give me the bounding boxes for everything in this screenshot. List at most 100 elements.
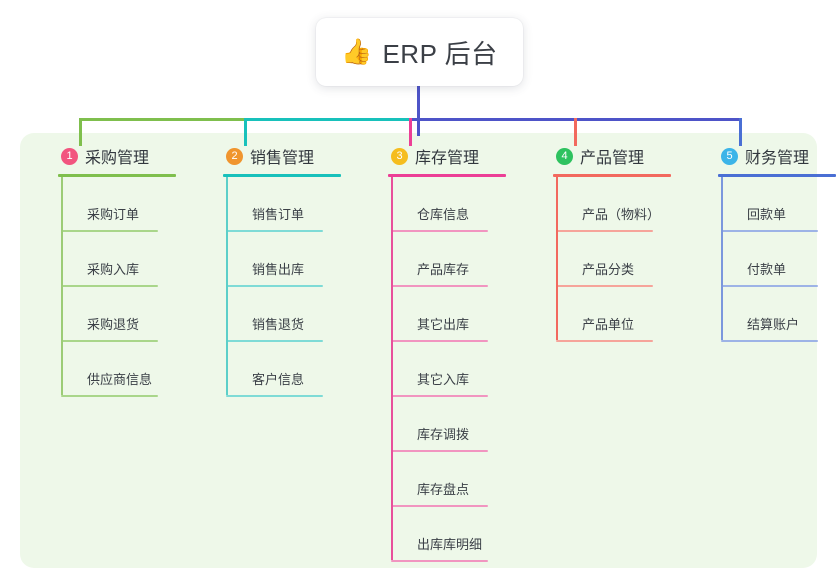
column-header-rule bbox=[553, 174, 671, 177]
column-header-rule bbox=[223, 174, 341, 177]
column-spine bbox=[391, 177, 393, 560]
list-item[interactable]: 销售退货 bbox=[226, 287, 365, 342]
list-item[interactable]: 结算账户 bbox=[721, 287, 839, 342]
list-item[interactable]: 仓库信息 bbox=[391, 177, 530, 232]
list-item-label: 产品（物料） bbox=[582, 207, 661, 222]
list-item[interactable]: 出库库明细 bbox=[391, 507, 530, 562]
list-item-rule bbox=[721, 340, 818, 342]
bus-segment-3 bbox=[409, 118, 574, 121]
list-item-label: 销售出库 bbox=[252, 262, 305, 277]
list-item-label: 产品库存 bbox=[417, 262, 470, 277]
column-header-2[interactable]: 2 销售管理 bbox=[205, 144, 365, 168]
column-item-list: 产品（物料） 产品分类产品单位 bbox=[556, 177, 695, 342]
column-header-3[interactable]: 3 库存管理 bbox=[370, 144, 530, 168]
column-spine bbox=[721, 177, 723, 340]
column-item-list: 采购订单采购入库采购退货供应商信息 bbox=[61, 177, 200, 397]
list-item-rule bbox=[61, 285, 158, 287]
root-connector-stem bbox=[417, 86, 420, 136]
column-header-rule bbox=[58, 174, 176, 177]
list-item[interactable]: 产品分类 bbox=[556, 232, 695, 287]
list-item[interactable]: 库存调拨 bbox=[391, 397, 530, 452]
column-2: 2 销售管理销售订单销售出库销售退货客户信息 bbox=[205, 144, 365, 397]
column-header-1[interactable]: 1 采购管理 bbox=[40, 144, 200, 168]
bus-drop-4 bbox=[574, 118, 577, 146]
list-item[interactable]: 采购入库 bbox=[61, 232, 200, 287]
column-item-list: 回款单付款单结算账户 bbox=[721, 177, 839, 342]
list-item[interactable]: 销售出库 bbox=[226, 232, 365, 287]
list-item[interactable]: 库存盘点 bbox=[391, 452, 530, 507]
list-item[interactable]: 其它出库 bbox=[391, 287, 530, 342]
root-node[interactable]: 👍 ERP 后台 bbox=[316, 18, 523, 86]
list-item-label: 销售订单 bbox=[252, 207, 305, 222]
list-item[interactable]: 采购订单 bbox=[61, 177, 200, 232]
thumbs-up-icon: 👍 bbox=[341, 37, 373, 66]
list-item-rule bbox=[61, 340, 158, 342]
bus-segment-4 bbox=[574, 118, 739, 121]
list-item-label: 客户信息 bbox=[252, 372, 305, 387]
list-item-label: 回款单 bbox=[747, 207, 787, 222]
list-item[interactable]: 产品库存 bbox=[391, 232, 530, 287]
column-header-rule bbox=[718, 174, 836, 177]
column-number-badge: 4 bbox=[556, 147, 573, 165]
column-title: 销售管理 bbox=[250, 150, 315, 167]
column-item-list: 仓库信息产品库存其它出库其它入库库存调拨库存盘点出库库明细 bbox=[391, 177, 530, 562]
list-item-rule bbox=[226, 340, 323, 342]
list-item-rule bbox=[391, 505, 488, 507]
column-spine bbox=[226, 177, 228, 395]
list-item-label: 出库库明细 bbox=[417, 537, 483, 552]
bus-segment-1 bbox=[79, 118, 244, 121]
list-item-rule bbox=[391, 230, 488, 232]
list-item-rule bbox=[61, 395, 158, 397]
column-number-badge: 2 bbox=[226, 147, 243, 165]
list-item-label: 采购入库 bbox=[87, 262, 140, 277]
diagram-panel bbox=[20, 133, 817, 568]
bus-drop-1 bbox=[79, 118, 82, 146]
list-item-rule bbox=[556, 340, 653, 342]
column-number-badge: 1 bbox=[61, 147, 78, 165]
list-item[interactable]: 产品（物料） bbox=[556, 177, 695, 232]
list-item-label: 其它入库 bbox=[417, 372, 470, 387]
list-item-label: 结算账户 bbox=[747, 317, 800, 332]
list-item-label: 库存调拨 bbox=[417, 427, 470, 442]
list-item-label: 采购退货 bbox=[87, 317, 140, 332]
list-item-rule bbox=[391, 450, 488, 452]
list-item-rule bbox=[556, 285, 653, 287]
list-item-rule bbox=[226, 285, 323, 287]
list-item-rule bbox=[391, 560, 488, 562]
list-item-rule bbox=[391, 395, 488, 397]
list-item-rule bbox=[556, 230, 653, 232]
column-item-list: 销售订单销售出库销售退货客户信息 bbox=[226, 177, 365, 397]
column-title: 库存管理 bbox=[415, 150, 480, 167]
list-item[interactable]: 采购退货 bbox=[61, 287, 200, 342]
list-item-rule bbox=[391, 340, 488, 342]
list-item-label: 仓库信息 bbox=[417, 207, 470, 222]
list-item[interactable]: 其它入库 bbox=[391, 342, 530, 397]
column-number-badge: 5 bbox=[721, 147, 738, 165]
list-item-rule bbox=[226, 395, 323, 397]
column-1: 1 采购管理采购订单采购入库采购退货供应商信息 bbox=[40, 144, 200, 397]
list-item-rule bbox=[226, 230, 323, 232]
list-item-label: 产品分类 bbox=[582, 262, 635, 277]
list-item-label: 供应商信息 bbox=[87, 372, 153, 387]
bus-segment-2 bbox=[244, 118, 409, 121]
column-title: 采购管理 bbox=[85, 150, 150, 167]
list-item-label: 其它出库 bbox=[417, 317, 470, 332]
list-item[interactable]: 回款单 bbox=[721, 177, 839, 232]
list-item[interactable]: 付款单 bbox=[721, 232, 839, 287]
column-header-rule bbox=[388, 174, 506, 177]
list-item[interactable]: 销售订单 bbox=[226, 177, 365, 232]
list-item-label: 销售退货 bbox=[252, 317, 305, 332]
list-item-rule bbox=[721, 285, 818, 287]
list-item[interactable]: 产品单位 bbox=[556, 287, 695, 342]
list-item[interactable]: 客户信息 bbox=[226, 342, 365, 397]
column-3: 3 库存管理仓库信息产品库存其它出库其它入库库存调拨库存盘点出库库明细 bbox=[370, 144, 530, 562]
bus-drop-2 bbox=[244, 118, 247, 146]
list-item[interactable]: 供应商信息 bbox=[61, 342, 200, 397]
column-number-badge: 3 bbox=[391, 147, 408, 165]
list-item-rule bbox=[721, 230, 818, 232]
list-item-rule bbox=[61, 230, 158, 232]
